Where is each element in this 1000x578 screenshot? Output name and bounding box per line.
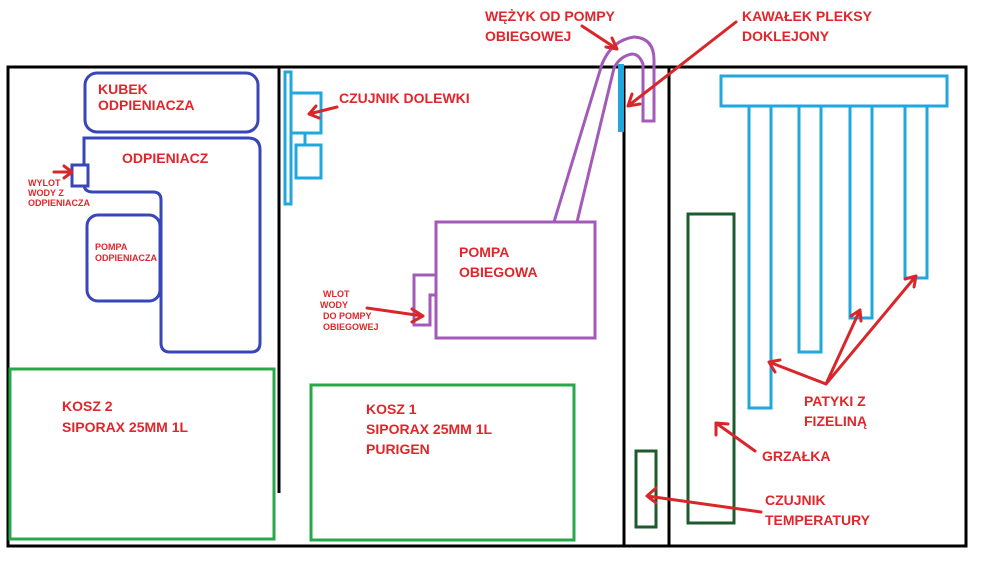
pump-intake [412, 273, 438, 327]
arrow-intake [365, 306, 425, 324]
arrow-stick-1 [767, 358, 828, 386]
skimmer-pump [85, 213, 162, 303]
arrow-heater [714, 421, 757, 453]
label-topup-sensor: CZUJNIK DOLEWKI [339, 90, 470, 106]
label-heater: GRZAŁKA [762, 448, 830, 464]
sticks-header [719, 74, 949, 108]
skimmer-body [82, 136, 262, 354]
arrow-stick-2 [824, 308, 863, 386]
filter-stick-4 [903, 104, 929, 280]
basket-1 [309, 383, 576, 542]
arrow-hose [580, 24, 619, 51]
filter-sticks-group [719, 74, 949, 410]
arrow-plexi [626, 20, 738, 108]
filter-stick-2 [797, 104, 823, 354]
topup-sensor-bar [283, 70, 293, 206]
filter-stick-3 [848, 104, 874, 320]
topup-sensor-float [294, 143, 323, 180]
filter-stick-1 [747, 104, 773, 410]
return-pump [434, 220, 597, 340]
skimmer-group [70, 71, 262, 354]
tank-outline [6, 65, 968, 548]
label-skimmer: ODPIENIACZ [122, 150, 209, 166]
return-pump-group [412, 35, 656, 340]
skimmer-cup [83, 71, 260, 134]
basket-2 [8, 367, 276, 541]
topup-sensor-group [283, 70, 323, 206]
annotation-arrows [52, 20, 918, 514]
return-hose [552, 35, 656, 223]
arrow-topup-sensor [307, 104, 339, 120]
sump-tank [6, 65, 968, 548]
arrow-temperature [645, 486, 763, 514]
arrow-outlet [52, 164, 74, 180]
heater [686, 212, 736, 525]
skimmer-outlet-pipe [70, 163, 90, 188]
arrow-stick-3 [824, 274, 918, 386]
